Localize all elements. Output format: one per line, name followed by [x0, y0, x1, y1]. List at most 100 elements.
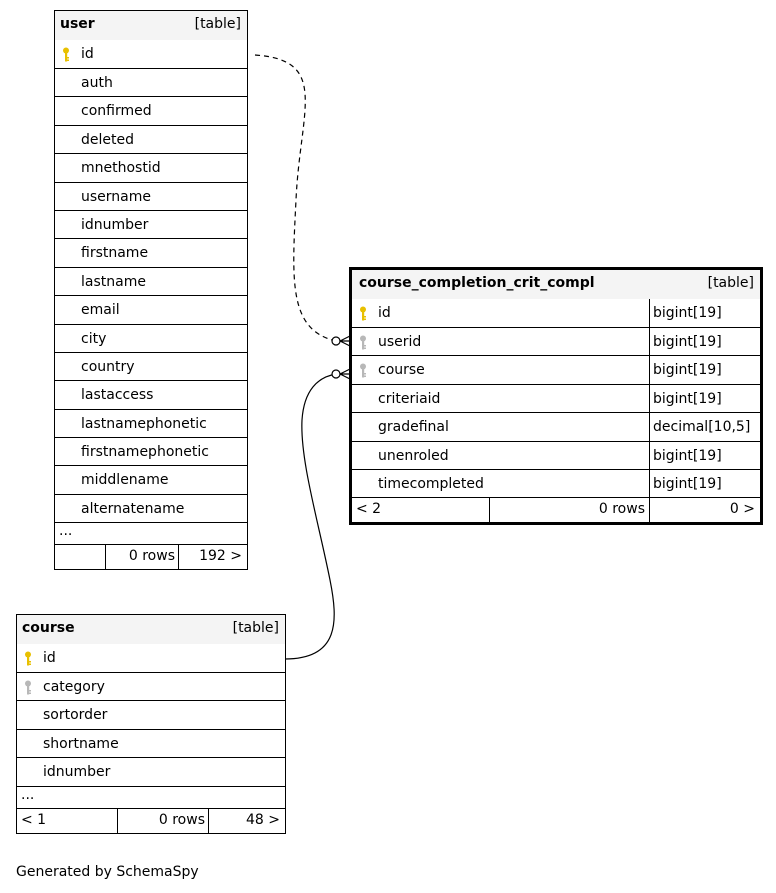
column-row-mnethostid[interactable]: mnethostid [55, 153, 247, 181]
footer-divider [117, 808, 118, 833]
column-type: bigint[19] [649, 327, 760, 356]
column-row-category[interactable]: category [17, 671, 285, 700]
foreign-key-icon [360, 363, 366, 378]
column-row-id[interactable]: id [17, 644, 285, 672]
footer-divider [649, 498, 650, 523]
column-name: unenroled [378, 447, 449, 464]
footer-divider [105, 545, 106, 570]
children-count[interactable]: 48 > [246, 811, 280, 828]
more-columns: ... [17, 785, 285, 808]
table-header: user [table] [55, 11, 247, 40]
column-name: deleted [81, 131, 134, 148]
column-type: bigint[19] [649, 298, 760, 327]
table-header: course [table] [17, 615, 285, 644]
column-row-id[interactable]: id [55, 40, 247, 68]
column-name: id [81, 45, 94, 62]
foreign-key-icon [360, 335, 366, 350]
column-list: id category sortorder shortname idnumber [17, 644, 285, 786]
parents-count[interactable]: < 1 [21, 811, 47, 828]
column-row-idnumber[interactable]: idnumber [17, 757, 285, 785]
column-row-userid[interactable]: userid bigint[19] [352, 326, 760, 356]
column-row-lastnamephonetic[interactable]: lastnamephonetic [55, 408, 247, 437]
column-row-city[interactable]: city [55, 323, 247, 352]
footer-divider [178, 545, 179, 570]
footer-divider [208, 808, 209, 833]
column-type: bigint[19] [649, 384, 760, 413]
foreign-key-icon [25, 680, 31, 695]
column-row-alternatename[interactable]: alternatename [55, 493, 247, 522]
column-type: bigint[19] [649, 356, 760, 384]
column-name: mnethostid [81, 160, 161, 177]
column-name: id [378, 304, 391, 321]
column-list: id auth confirmed deleted mnethostid username… [55, 40, 247, 523]
column-name: confirmed [81, 103, 152, 120]
column-name: course [378, 362, 425, 379]
relation-user-id-to-userid [254, 54, 337, 342]
relation-userid-crowfoot [339, 335, 351, 347]
column-row-course[interactable]: course bigint[19] [352, 355, 760, 384]
parents-count[interactable]: < 2 [356, 501, 382, 518]
column-row-auth[interactable]: auth [55, 67, 247, 96]
column-row-sortorder[interactable]: sortorder [17, 700, 285, 728]
row-count: 0 rows [158, 811, 205, 828]
column-row-lastaccess[interactable]: lastaccess [55, 380, 247, 408]
column-row-shortname[interactable]: shortname [17, 728, 285, 757]
generated-by-note: Generated by SchemaSpy [16, 864, 199, 880]
column-row-gradefinal[interactable]: gradefinal decimal[10,5] [352, 412, 760, 441]
column-name: category [43, 678, 105, 695]
table-kind: [table] [232, 620, 279, 636]
relation-course-optional-marker [331, 369, 341, 379]
relation-course-id-to-course [284, 373, 337, 660]
table-footer: < 2 0 rows 0 > [352, 497, 760, 523]
column-row-email[interactable]: email [55, 295, 247, 323]
column-row-middlename[interactable]: middlename [55, 465, 247, 493]
relation-userid-optional-marker [331, 336, 341, 346]
column-name: firstnamephonetic [81, 444, 209, 461]
column-name: middlename [81, 472, 169, 489]
column-type: decimal[10,5] [649, 413, 760, 441]
column-name: auth [81, 74, 113, 91]
table-user[interactable]: user [table] id auth confirmed deleted mneth… [54, 10, 248, 571]
column-row-firstnamephonetic[interactable]: firstnamephonetic [55, 437, 247, 465]
table-name: course [22, 620, 75, 636]
relation-course-crowfoot [339, 368, 351, 380]
primary-key-icon [360, 306, 366, 321]
column-row-username[interactable]: username [55, 181, 247, 210]
column-type: bigint[19] [649, 441, 760, 469]
column-name: lastaccess [81, 387, 154, 404]
column-row-confirmed[interactable]: confirmed [55, 96, 247, 124]
column-name: sortorder [43, 707, 108, 724]
column-name: gradefinal [378, 419, 449, 436]
table-course[interactable]: course [table] id category sortorder shortn… [16, 614, 286, 834]
column-row-unenroled[interactable]: unenroled bigint[19] [352, 440, 760, 469]
table-course-completion-crit-compl[interactable]: course_completion_crit_compl [table] id b… [349, 267, 763, 526]
column-row-country[interactable]: country [55, 351, 247, 380]
column-name: email [81, 302, 120, 319]
column-name: alternatename [81, 500, 185, 517]
column-name: country [81, 358, 135, 375]
column-row-firstname[interactable]: firstname [55, 238, 247, 266]
column-name: shortname [43, 735, 119, 752]
column-name: lastnamephonetic [81, 415, 207, 432]
column-name: lastname [81, 273, 146, 290]
column-name: userid [378, 333, 422, 350]
children-count[interactable]: 192 > [199, 548, 242, 565]
primary-key-icon [63, 47, 69, 62]
row-count: 0 rows [598, 501, 645, 518]
column-name: idnumber [81, 216, 149, 233]
column-row-lastname[interactable]: lastname [55, 266, 247, 295]
column-list: id bigint[19] userid bigint[19] course bigint… [352, 298, 760, 498]
column-type: bigint[19] [649, 469, 760, 498]
column-row-id[interactable]: id bigint[19] [352, 298, 760, 327]
column-row-deleted[interactable]: deleted [55, 124, 247, 153]
column-name: city [81, 330, 107, 347]
column-name: id [43, 649, 56, 666]
children-count[interactable]: 0 > [729, 501, 755, 518]
column-row-idnumber[interactable]: idnumber [55, 209, 247, 238]
table-header: course_completion_crit_compl [table] [352, 270, 760, 299]
column-name: firstname [81, 245, 149, 262]
footer-divider [489, 498, 490, 523]
